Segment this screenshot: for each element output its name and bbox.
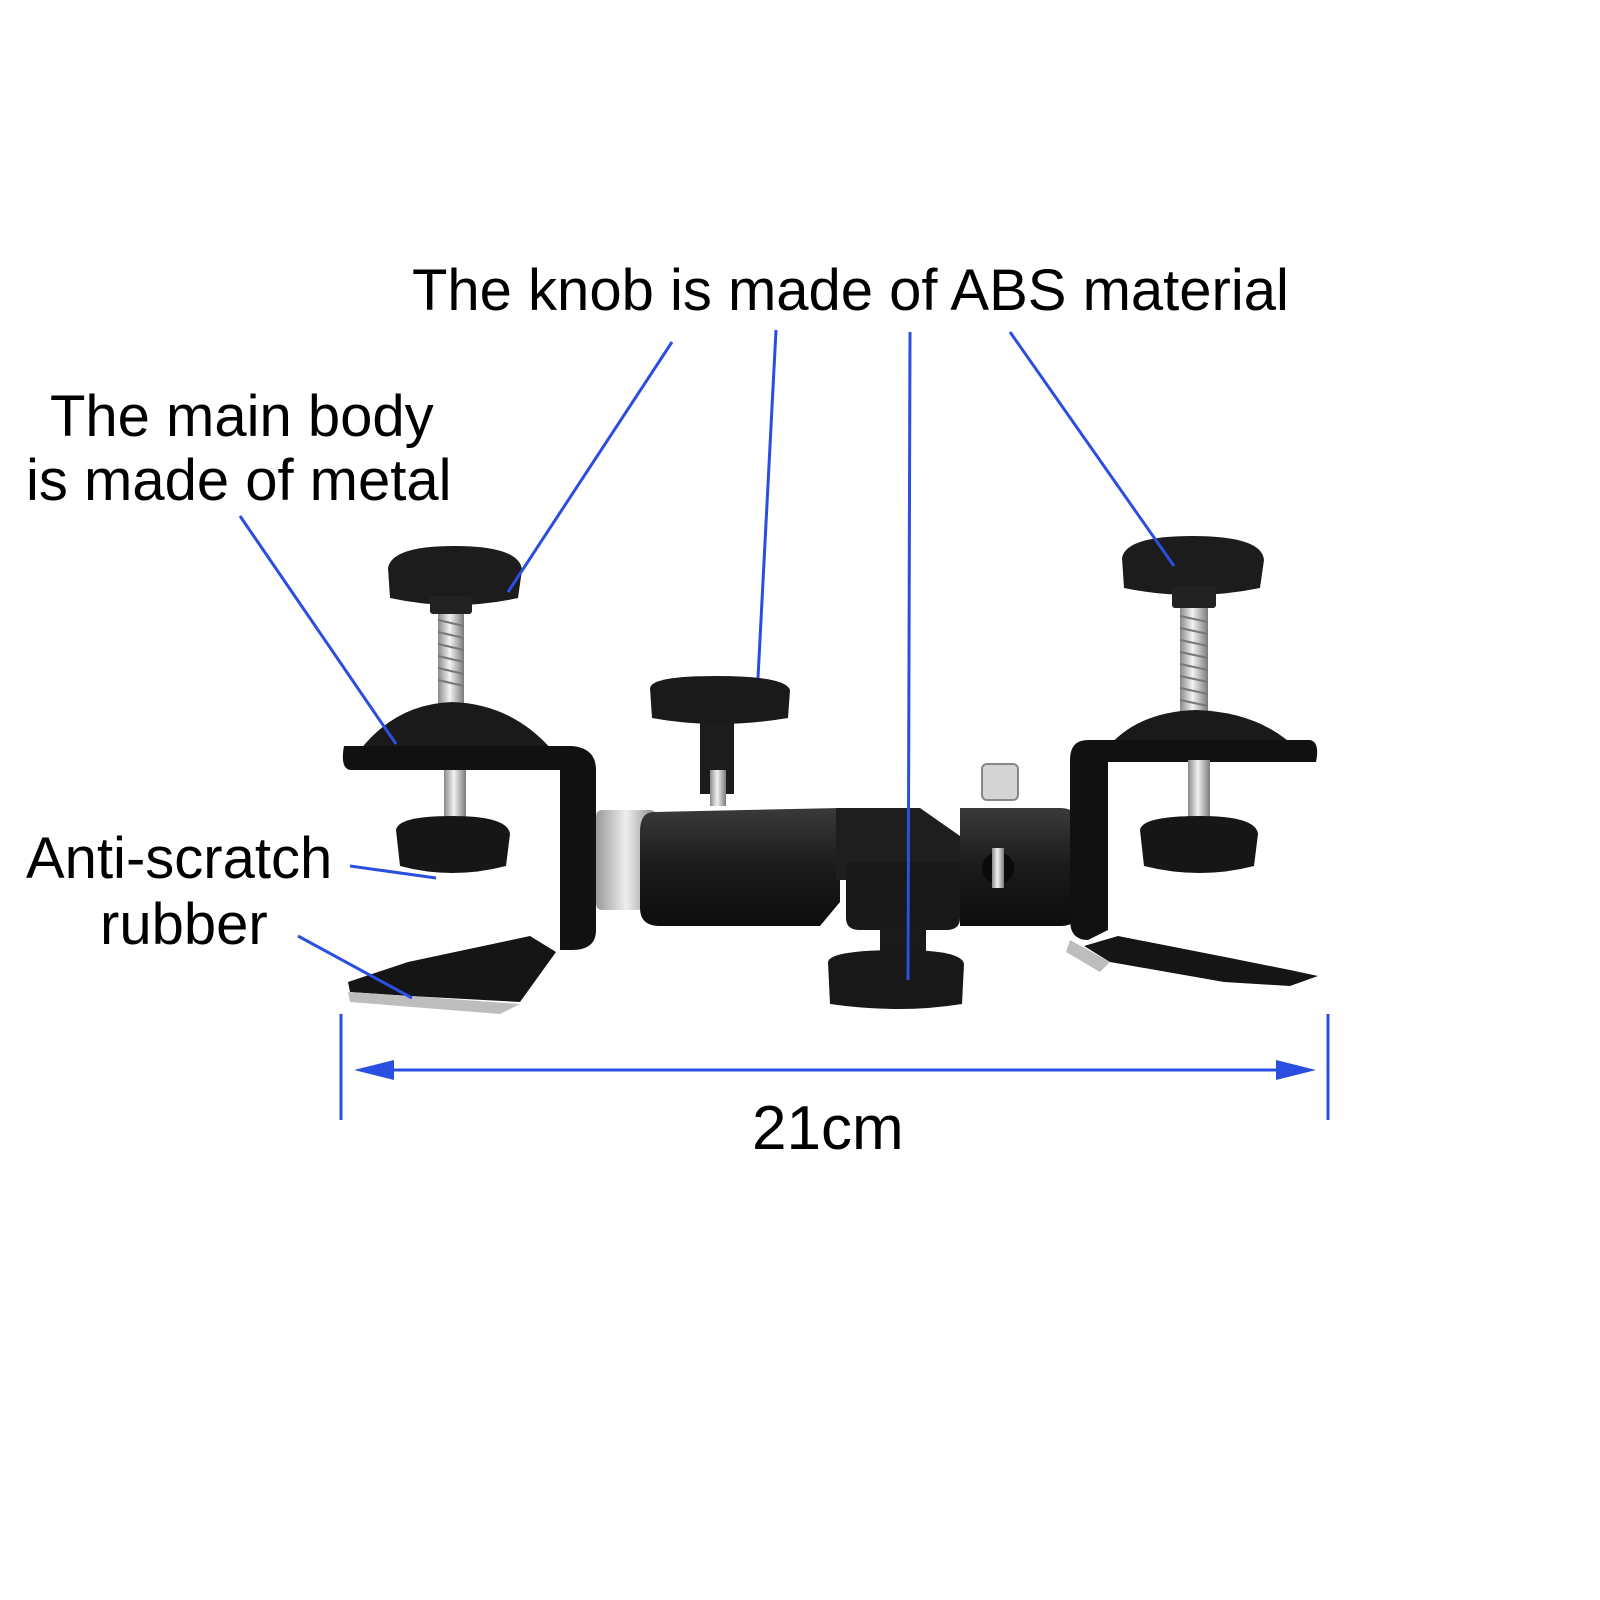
left-screw-threads <box>437 619 465 687</box>
main-body-label-line2: is made of metal <box>26 448 452 513</box>
left-knob-stem <box>430 596 472 614</box>
thumb-screw <box>981 763 1019 801</box>
left-lower-screw <box>444 770 466 826</box>
left-clamp-pad <box>360 702 552 750</box>
center-mount <box>596 676 1080 1009</box>
callout-lines <box>238 329 1176 1000</box>
right-lower-screw <box>1188 760 1210 826</box>
right-anti-scratch-pad <box>1140 816 1258 873</box>
main-body-label-line1: The main body <box>50 384 434 449</box>
right-jaw <box>1084 936 1318 986</box>
hinge-lower <box>846 862 960 930</box>
callout-right-knob <box>1008 331 1176 567</box>
callout-main-body <box>238 515 398 745</box>
left-jaw <box>348 936 556 1002</box>
right-jaw-edge <box>1066 940 1110 972</box>
left-top-knob <box>388 546 522 605</box>
rubber-label-line2: rubber <box>100 892 268 957</box>
rubber-label-line1: Anti-scratch <box>26 826 333 891</box>
callout-bottom-knob <box>906 331 912 981</box>
right-upper-screw <box>1180 606 1208 716</box>
bottom-knob <box>828 950 964 1009</box>
dimension-arrow-left <box>354 1060 394 1080</box>
knob-material-label: The knob is made of ABS material <box>412 258 1289 323</box>
right-clamp <box>1066 536 1318 986</box>
dimension-marker <box>339 1014 1330 1120</box>
main-body-right <box>960 808 1080 926</box>
center-top-knob <box>650 676 790 724</box>
left-clamp <box>342 546 596 1014</box>
right-knob-stem <box>1172 586 1216 608</box>
callout-rubber-pad <box>349 864 437 880</box>
side-screw <box>992 848 1004 888</box>
left-jaw-edge <box>348 992 520 1014</box>
right-c-frame <box>1070 740 1318 940</box>
right-screw-threads <box>1179 615 1209 707</box>
left-c-frame <box>342 746 596 950</box>
dimension-label: 21cm <box>752 1094 904 1163</box>
center-screw <box>710 770 726 806</box>
main-body-left <box>640 808 840 926</box>
right-top-knob <box>1122 536 1264 595</box>
left-anti-scratch-pad <box>396 816 510 873</box>
dimension-arrow-right <box>1276 1060 1316 1080</box>
callout-center-knob <box>756 329 778 679</box>
callout-left-knob <box>506 341 674 593</box>
callout-rubber-jaw <box>297 934 413 1000</box>
